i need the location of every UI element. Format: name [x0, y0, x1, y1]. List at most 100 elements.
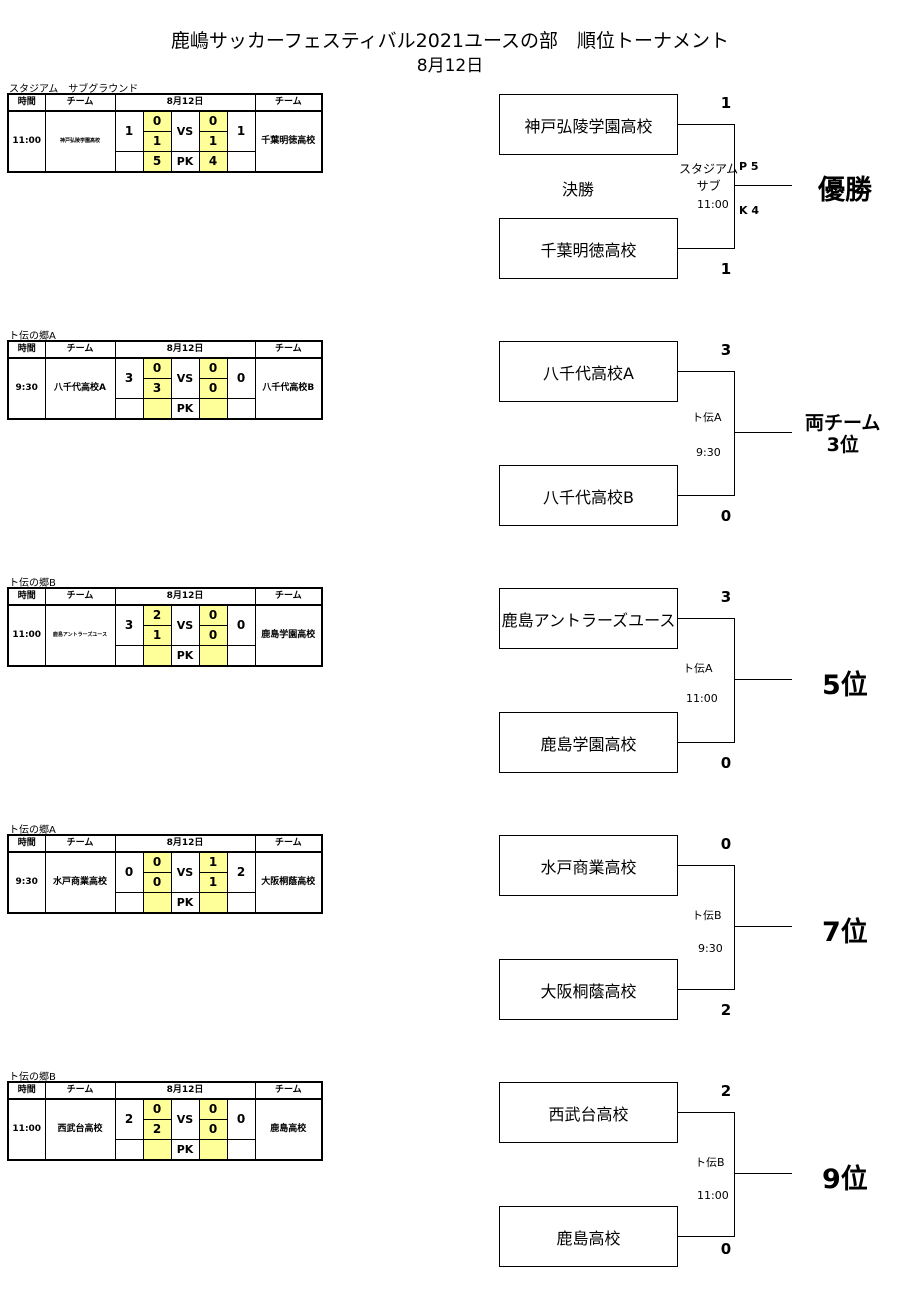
- bracket-line: [678, 248, 735, 249]
- match-time: 9:30: [7, 357, 46, 420]
- result-label: 9位: [822, 1164, 868, 1195]
- team-b-first-half: 1: [198, 851, 228, 873]
- score-table: 時間 チーム 8月12日 チーム 11:00 神戸弘陵学園高校 1 0 VS 0…: [7, 93, 324, 173]
- team-b-name: 大阪桐蔭高校: [254, 851, 323, 914]
- pk-label: PK: [170, 1139, 200, 1161]
- pk-label: PK: [170, 151, 200, 173]
- venue-label: ト伝の郷B: [9, 578, 56, 589]
- vs-label: VS: [170, 851, 200, 893]
- bracket-time: 9:30: [696, 446, 721, 459]
- match-section-3rd: ト伝の郷A 時間 チーム 8月12日 チーム 9:30 八千代高校A 3 0 V…: [0, 327, 900, 572]
- header-date: 8月12日: [114, 1081, 256, 1100]
- team-a-total: 0: [114, 851, 144, 893]
- header-time: 時間: [7, 93, 46, 112]
- header-time: 時間: [7, 587, 46, 606]
- result-label: 7位: [822, 917, 868, 948]
- empty-cell: [114, 151, 144, 173]
- bracket-top-score: 2: [720, 1082, 732, 1100]
- header-team: チーム: [44, 1081, 116, 1100]
- bracket-top-score: 1: [720, 94, 732, 112]
- bracket-bottom-score: 0: [720, 507, 732, 525]
- bracket-line: [678, 618, 735, 619]
- bracket-time: 11:00: [686, 692, 718, 705]
- bracket-bottom-score: 0: [720, 1240, 732, 1258]
- result-label: 優勝: [818, 175, 872, 206]
- team-a-total: 2: [114, 1098, 144, 1140]
- team-b-first-half: 0: [198, 604, 228, 626]
- team-a-total: 3: [114, 357, 144, 399]
- bracket-top-score: 3: [720, 588, 732, 606]
- bracket-bottom-score: 2: [720, 1001, 732, 1019]
- header-time: 時間: [7, 1081, 46, 1100]
- bracket-line: [734, 371, 735, 496]
- bracket-venue: ト伝B: [695, 1156, 725, 1169]
- header-team: チーム: [254, 1081, 323, 1100]
- team-a-second-half: 0: [142, 872, 172, 893]
- match-time: 11:00: [7, 604, 46, 667]
- bracket-pk-bottom: K 4: [739, 204, 760, 217]
- page-date: 8月12日: [416, 56, 484, 76]
- team-b-name: 鹿島高校: [254, 1098, 323, 1161]
- header-team: チーム: [254, 340, 323, 359]
- pk-label: PK: [170, 398, 200, 420]
- bracket-top-team: 神戸弘陵学園高校: [499, 94, 678, 155]
- header-team: チーム: [44, 93, 116, 112]
- team-b-pk: [198, 1139, 228, 1161]
- bracket-line: [678, 1112, 735, 1113]
- bracket-line: [678, 865, 735, 866]
- team-a-pk: 5: [142, 151, 172, 173]
- match-section-final: スタジアム サブグラウンド 時間 チーム 8月12日 チーム 11:00 神戸弘…: [0, 80, 900, 325]
- team-b-second-half: 1: [198, 872, 228, 893]
- empty-cell: [114, 1139, 144, 1161]
- round-label: 決勝: [562, 180, 595, 199]
- header-time: 時間: [7, 340, 46, 359]
- team-b-pk: [198, 892, 228, 914]
- bracket-line: [734, 432, 792, 433]
- match-section-5th: ト伝の郷B 時間 チーム 8月12日 チーム 11:00 鹿島アントラーズユース…: [0, 574, 900, 819]
- bracket-pk-top: P 5: [739, 160, 759, 173]
- team-a-second-half: 2: [142, 1119, 172, 1140]
- team-b-name: 千葉明徳高校: [254, 110, 323, 173]
- bracket-bottom-score: 0: [720, 754, 732, 772]
- team-a-second-half: 1: [142, 625, 172, 646]
- empty-cell: [226, 892, 256, 914]
- bracket-line: [678, 1236, 735, 1237]
- bracket-line: [734, 618, 735, 743]
- match-time: 11:00: [7, 1098, 46, 1161]
- header-date: 8月12日: [114, 93, 256, 112]
- team-b-total: 0: [226, 357, 256, 399]
- empty-cell: [226, 645, 256, 667]
- bracket-time: 11:00: [697, 1189, 729, 1202]
- team-a-pk: [142, 892, 172, 914]
- match-time: 11:00: [7, 110, 46, 173]
- header-team: チーム: [254, 93, 323, 112]
- venue-label: ト伝の郷A: [9, 331, 56, 342]
- bracket-top-team: 鹿島アントラーズユース: [499, 588, 678, 649]
- team-a-total: 1: [114, 110, 144, 152]
- team-b-name: 鹿島学園高校: [254, 604, 323, 667]
- vs-label: VS: [170, 110, 200, 152]
- bracket-top-score: 0: [720, 835, 732, 853]
- team-b-second-half: 1: [198, 131, 228, 152]
- header-team: チーム: [254, 834, 323, 853]
- team-b-first-half: 0: [198, 110, 228, 132]
- team-a-second-half: 3: [142, 378, 172, 399]
- team-b-second-half: 0: [198, 625, 228, 646]
- team-b-pk: 4: [198, 151, 228, 173]
- team-b-first-half: 0: [198, 357, 228, 379]
- bracket-line: [734, 124, 735, 249]
- empty-cell: [226, 151, 256, 173]
- bracket-top-team: 八千代高校A: [499, 341, 678, 402]
- team-b-second-half: 0: [198, 378, 228, 399]
- header-team: チーム: [254, 587, 323, 606]
- bracket-bottom-team: 八千代高校B: [499, 465, 678, 526]
- bracket-time: 11:00: [697, 198, 729, 211]
- header-date: 8月12日: [114, 587, 256, 606]
- bracket-line: [678, 124, 735, 125]
- header-team: チーム: [44, 834, 116, 853]
- bracket-venue: ト伝B: [692, 909, 722, 922]
- bracket-line: [734, 679, 792, 680]
- team-a-first-half: 0: [142, 851, 172, 873]
- header-time: 時間: [7, 834, 46, 853]
- pk-label: PK: [170, 645, 200, 667]
